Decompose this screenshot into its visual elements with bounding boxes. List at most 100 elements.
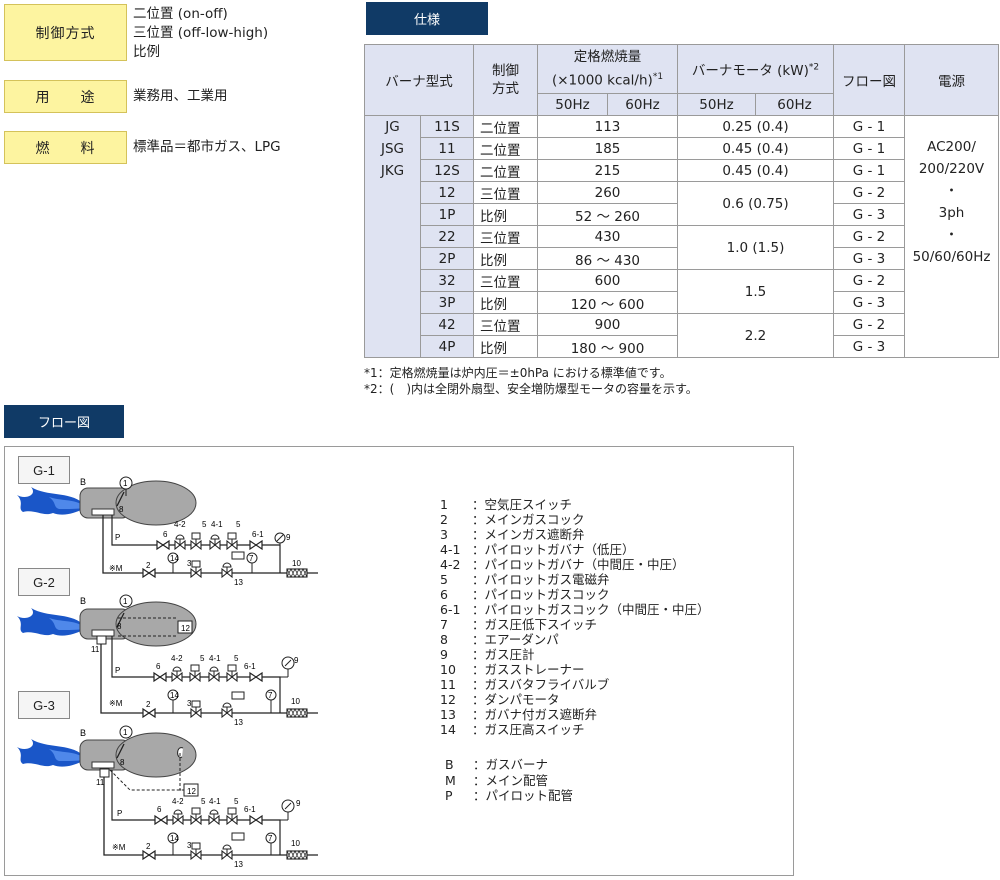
table-row: 11 二位置 185 0.45 (0.4) G - 1 <box>365 137 999 160</box>
motor-cell: 0.45 (0.4) <box>677 137 834 160</box>
flow-tag-g3: G-3 <box>18 691 70 719</box>
svg-text:※M: ※M <box>112 843 126 852</box>
svg-text:P: P <box>115 666 120 675</box>
model-cell: 12 <box>420 181 474 204</box>
header-rated-60hz: 60Hz <box>607 93 678 116</box>
svg-text:12: 12 <box>181 624 190 633</box>
rated-cell: 600 <box>537 269 678 292</box>
model-cell: 11S <box>420 115 474 138</box>
rated-cell: 185 <box>537 137 678 160</box>
rated-cell: 430 <box>537 225 678 248</box>
rated-cell: 900 <box>537 313 678 336</box>
svg-text:1: 1 <box>123 597 128 606</box>
svg-text:B: B <box>80 728 86 738</box>
svg-text:7: 7 <box>249 554 254 563</box>
svg-text:7: 7 <box>268 834 273 843</box>
table-row: 12 三位置 260 0.6 (0.75) G - 2 <box>365 181 999 226</box>
flow-legend: 1：空気圧スイッチ 2：メインガスコック 3：メインガス遮断弁 4-1：パイロッ… <box>440 497 710 737</box>
table-row: 1P 比例 52 ～ 260 G - 3 <box>365 203 999 226</box>
svg-text:4-1: 4-1 <box>209 654 221 663</box>
table-row: 12S 二位置 215 0.45 (0.4) G - 1 <box>365 159 999 182</box>
svg-text:14: 14 <box>170 691 179 700</box>
header-power: 電源 <box>904 44 999 116</box>
control-cell: 比例 <box>473 247 538 270</box>
flow-g1: B 1 8 P ※M 6 4-2 5 4-1 5 6-1 9 2 14 3 7 … <box>17 476 318 587</box>
svg-text:1: 1 <box>123 479 128 488</box>
control-cell: 三位置 <box>473 225 538 248</box>
control-cell: 三位置 <box>473 269 538 292</box>
control-method-values: 二位置 (on-off) 三位置 (off-low-high) 比例 <box>133 6 269 60</box>
svg-text:4-1: 4-1 <box>209 797 221 806</box>
svg-text:14: 14 <box>170 554 179 563</box>
control-cell: 比例 <box>473 335 538 358</box>
motor-cell: 0.6 (0.75) <box>677 181 834 226</box>
rated-cell: 180 ～ 900 <box>537 335 678 358</box>
header-flow: フロー図 <box>833 44 905 116</box>
svg-text:11: 11 <box>96 778 105 787</box>
fuel-value: 標準品＝都市ガス、LPG <box>133 139 281 155</box>
rated-cell: 113 <box>537 115 678 138</box>
control-cell: 二位置 <box>473 115 538 138</box>
header-motor-50hz: 50Hz <box>677 93 756 116</box>
header-control: 制御方式 <box>473 44 538 116</box>
header-motor-60hz: 60Hz <box>755 93 834 116</box>
flow-cell: G - 2 <box>833 181 905 204</box>
motor-cell: 2.2 <box>677 313 834 358</box>
svg-text:13: 13 <box>234 578 243 587</box>
flow-cell: G - 1 <box>833 115 905 138</box>
svg-text:13: 13 <box>234 718 243 727</box>
usage-value: 業務用、工業用 <box>133 88 228 104</box>
svg-text:6-1: 6-1 <box>252 530 264 539</box>
flow-cell: G - 1 <box>833 159 905 182</box>
motor-cell: 1.5 <box>677 269 834 314</box>
svg-text:6-1: 6-1 <box>244 805 256 814</box>
svg-text:8: 8 <box>120 758 125 767</box>
svg-text:13: 13 <box>234 860 243 869</box>
control-cell: 三位置 <box>473 313 538 336</box>
flow-cell: G - 1 <box>833 137 905 160</box>
rated-cell: 52 ～ 260 <box>537 203 678 226</box>
header-motor: バーナモータ (kW)*2 <box>677 44 834 94</box>
svg-text:5: 5 <box>200 654 205 663</box>
rated-cell: 86 ～ 430 <box>537 247 678 270</box>
svg-text:5: 5 <box>201 797 206 806</box>
flow-cell: G - 2 <box>833 269 905 292</box>
motor-cell: 0.25 (0.4) <box>677 115 834 138</box>
table-row: 22 三位置 430 1.0 (1.5) G - 2 <box>365 225 999 270</box>
svg-text:5: 5 <box>234 797 239 806</box>
control-cell: 二位置 <box>473 159 538 182</box>
svg-text:3: 3 <box>187 841 192 850</box>
table-row: 2P 比例 86 ～ 430 G - 3 <box>365 247 999 270</box>
svg-text:6-1: 6-1 <box>244 662 256 671</box>
flow-cell: G - 3 <box>833 247 905 270</box>
fuel-label: 燃 料 <box>4 131 127 164</box>
table-row: 42 三位置 900 2.2 G - 2 <box>365 313 999 358</box>
flow-tag-g2: G-2 <box>18 568 70 596</box>
svg-text:4-2: 4-2 <box>172 797 184 806</box>
svg-text:10: 10 <box>292 559 301 568</box>
control-method-label: 制御方式 <box>4 4 127 61</box>
svg-text:6: 6 <box>163 530 168 539</box>
svg-text:11: 11 <box>91 645 100 654</box>
flow-diagrams: B 1 8 P ※M 6 4-2 5 4-1 5 6-1 9 2 14 3 7 … <box>17 476 318 869</box>
svg-text:※M: ※M <box>109 699 123 708</box>
model-cell: 32 <box>420 269 474 292</box>
svg-text:B: B <box>80 477 86 487</box>
svg-text:8: 8 <box>117 622 122 631</box>
model-cell: 3P <box>420 291 474 314</box>
model-cell: 42 <box>420 313 474 336</box>
spec-table: バーナ型式 制御方式 定格燃焼量 (×1000 kcal/h)*1 バーナモータ… <box>364 44 999 358</box>
svg-text:P: P <box>117 809 122 818</box>
header-rated-50hz: 50Hz <box>537 93 608 116</box>
flow-cell: G - 3 <box>833 203 905 226</box>
svg-text:1: 1 <box>123 728 128 737</box>
svg-text:3: 3 <box>187 699 192 708</box>
flow-tag-g1: G-1 <box>18 456 70 484</box>
svg-text:10: 10 <box>291 839 300 848</box>
svg-text:4-1: 4-1 <box>211 520 223 529</box>
model-cell: 1P <box>420 203 474 226</box>
svg-text:2: 2 <box>146 842 151 851</box>
svg-text:4-2: 4-2 <box>171 654 183 663</box>
